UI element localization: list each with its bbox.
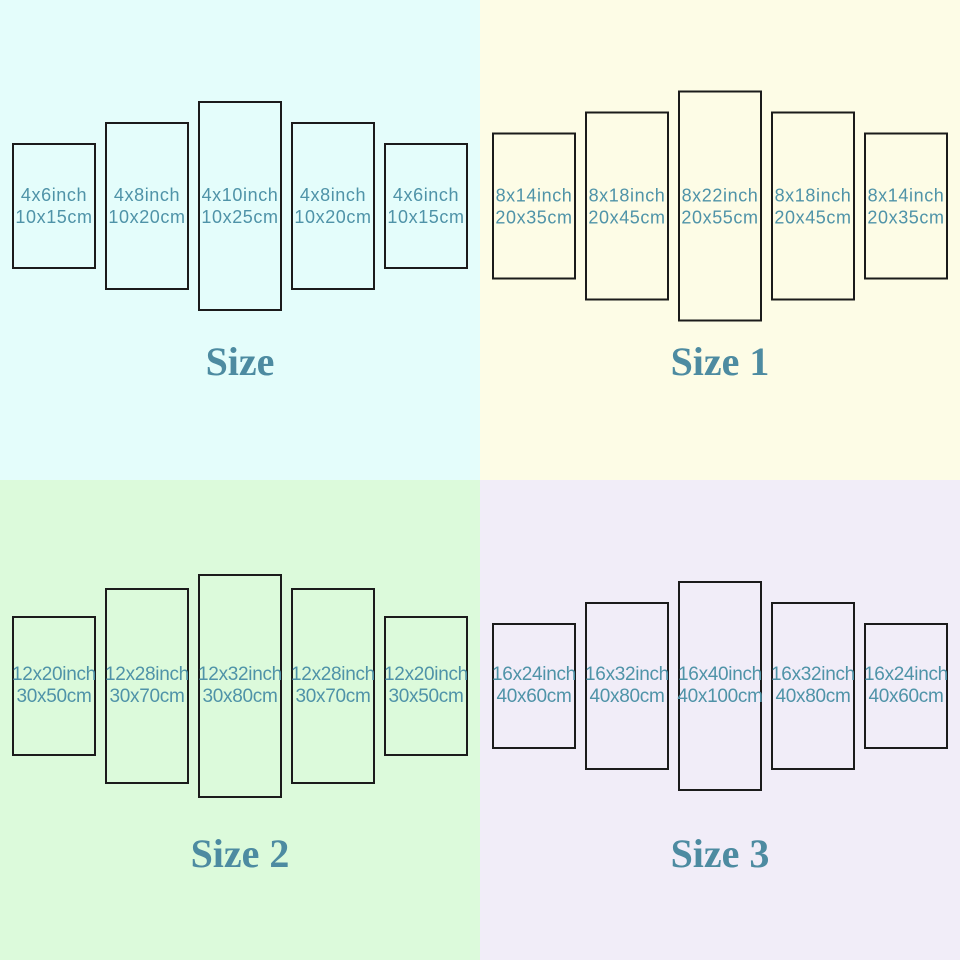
panel-size-cm-label: 30x80cm	[202, 686, 278, 707]
panel-size-inch-label: 16x40inch	[678, 664, 762, 685]
panel-size-cm-label: 40x60cm	[496, 686, 572, 707]
panel-size-inch-label: 12x32inch	[198, 664, 282, 685]
panel-size-cm-label: 20x45cm	[588, 207, 666, 227]
quadrant-title: Size	[205, 339, 275, 384]
panel-size-inch-label: 8x18inch	[588, 185, 666, 205]
quadrant-title: Size 2	[190, 831, 290, 876]
panel-size-inch-label: 12x20inch	[384, 664, 468, 685]
panel-size-inch-label: 4x10inch	[201, 185, 279, 205]
quadrant-title: Size 3	[670, 831, 770, 876]
panel-size-cm-label: 30x70cm	[295, 686, 371, 707]
panel-size-inch-label: 8x22inch	[681, 185, 759, 205]
quadrant-title: Size 1	[670, 339, 770, 384]
panel-size-cm-label: 10x20cm	[294, 207, 372, 227]
panel-size-cm-label: 30x50cm	[388, 686, 464, 707]
panel-size-cm-label: 20x35cm	[867, 207, 945, 227]
panel-size-inch-label: 16x24inch	[492, 664, 576, 685]
panel-size-inch-label: 8x14inch	[495, 185, 573, 205]
panel-size-cm-label: 40x60cm	[868, 686, 944, 707]
panel-size-inch-label: 12x28inch	[291, 664, 375, 685]
panel-size-inch-label: 4x8inch	[113, 185, 181, 205]
panel-size-inch-label: 16x24inch	[864, 664, 948, 685]
panel-size-cm-label: 10x20cm	[108, 207, 186, 227]
panel-size-inch-label: 12x28inch	[105, 664, 189, 685]
panel-size-inch-label: 4x8inch	[299, 185, 367, 205]
panel-size-inch-label: 16x32inch	[771, 664, 855, 685]
panel-size-cm-label: 30x50cm	[16, 686, 92, 707]
panel-size-cm-label: 10x15cm	[15, 207, 93, 227]
panel-size-cm-label: 20x55cm	[681, 207, 759, 227]
panel-size-cm-label: 30x70cm	[109, 686, 185, 707]
panel-size-cm-label: 10x25cm	[201, 207, 279, 227]
panel-size-inch-label: 8x18inch	[774, 185, 852, 205]
panel-size-inch-label: 16x32inch	[585, 664, 669, 685]
panel-size-inch-label: 12x20inch	[12, 664, 96, 685]
panel-size-inch-label: 4x6inch	[392, 185, 460, 205]
panel-size-inch-label: 4x6inch	[20, 185, 88, 205]
panel-size-cm-label: 20x35cm	[495, 207, 573, 227]
panel-size-cm-label: 40x80cm	[775, 686, 851, 707]
panel-size-cm-label: 40x100cm	[677, 686, 763, 707]
panel-size-cm-label: 10x15cm	[387, 207, 465, 227]
panel-size-cm-label: 40x80cm	[589, 686, 665, 707]
panel-size-cm-label: 20x45cm	[774, 207, 852, 227]
panel-size-inch-label: 8x14inch	[867, 185, 945, 205]
